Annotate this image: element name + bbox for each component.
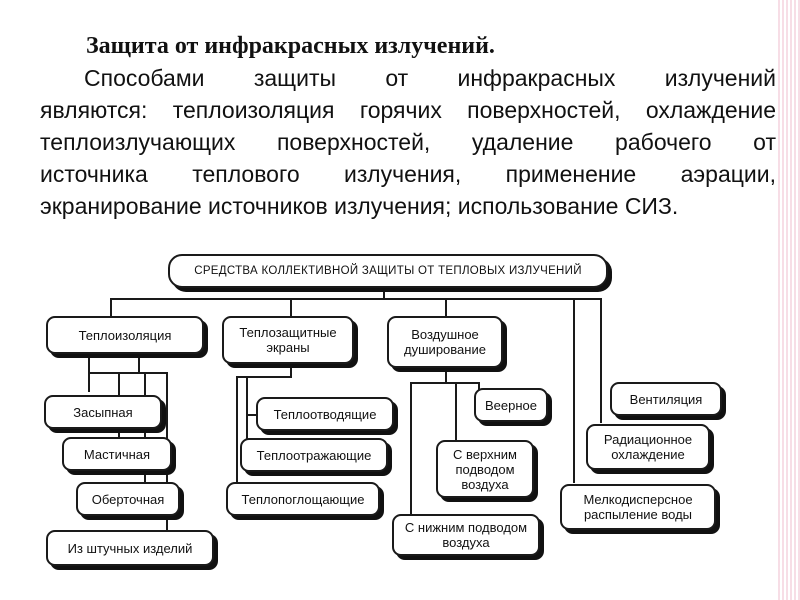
root-node: СРЕДСТВА КОЛЛЕКТИВНОЙ ЗАЩИТЫ ОТ ТЕПЛОВЫХ…	[168, 254, 608, 288]
screens-item: Теплоотводящие	[256, 397, 394, 431]
connector	[410, 382, 480, 384]
insulation-item: Из штучных изделий	[46, 530, 214, 566]
screens-item: Теплопоглощающие	[226, 482, 380, 516]
paragraph-line: Способами защиты от инфракрасных излучен…	[84, 65, 776, 91]
connector	[236, 376, 292, 378]
insulation-item: Засыпная	[44, 395, 162, 429]
body-paragraph: Способами защиты от инфракрасных излучен…	[40, 62, 776, 222]
connector	[144, 372, 146, 487]
connector	[410, 382, 412, 515]
paragraph-line: источника теплового излучения, применени…	[40, 161, 776, 187]
connector	[138, 353, 140, 373]
connector	[383, 287, 385, 299]
insulation-item: Оберточная	[76, 482, 180, 516]
connector	[455, 382, 457, 442]
air-shower-item: С нижним подводом воздуха	[392, 514, 540, 556]
protection-diagram: СРЕДСТВА КОЛЛЕКТИВНОЙ ЗАЩИТЫ ОТ ТЕПЛОВЫХ…	[0, 240, 800, 600]
connector	[445, 298, 447, 316]
insulation-node: Теплоизоляция	[46, 316, 204, 354]
paragraph-line: теплоизлучающих поверхностей, удаление р…	[40, 129, 776, 155]
air-shower-item: Веерное	[474, 388, 548, 422]
fine-spray-node: Мелкодисперсное распыление воды	[560, 484, 716, 530]
radiation-cooling-node: Радиационное охлаждение	[586, 424, 710, 470]
footer-watermark	[350, 575, 450, 585]
air-shower-item: С верхним подводом воздуха	[436, 440, 534, 498]
connector	[88, 372, 168, 374]
screens-node: Теплозащитные экраны	[222, 316, 354, 364]
air-shower-node: Воздушное душирование	[387, 316, 503, 368]
slide-edge-decoration	[778, 0, 800, 600]
connector	[290, 298, 292, 318]
paragraph-line: являются: теплоизоляция горячих поверхно…	[40, 97, 776, 123]
paragraph-line: экранирование источников излучения; испо…	[40, 193, 679, 219]
connector	[600, 298, 602, 423]
connector	[290, 362, 292, 376]
connector	[573, 298, 575, 483]
connector	[88, 372, 90, 392]
connector	[88, 353, 90, 373]
connector	[246, 376, 248, 456]
connector	[246, 414, 260, 416]
connector	[236, 376, 238, 496]
connector	[110, 298, 602, 300]
screens-item: Теплоотражающие	[240, 438, 388, 472]
connector	[445, 368, 447, 382]
insulation-item: Мастичная	[62, 437, 172, 471]
slide-heading: Защита от инфракрасных излучений.	[86, 33, 495, 59]
connector	[110, 298, 112, 318]
ventilation-node: Вентиляция	[610, 382, 722, 416]
